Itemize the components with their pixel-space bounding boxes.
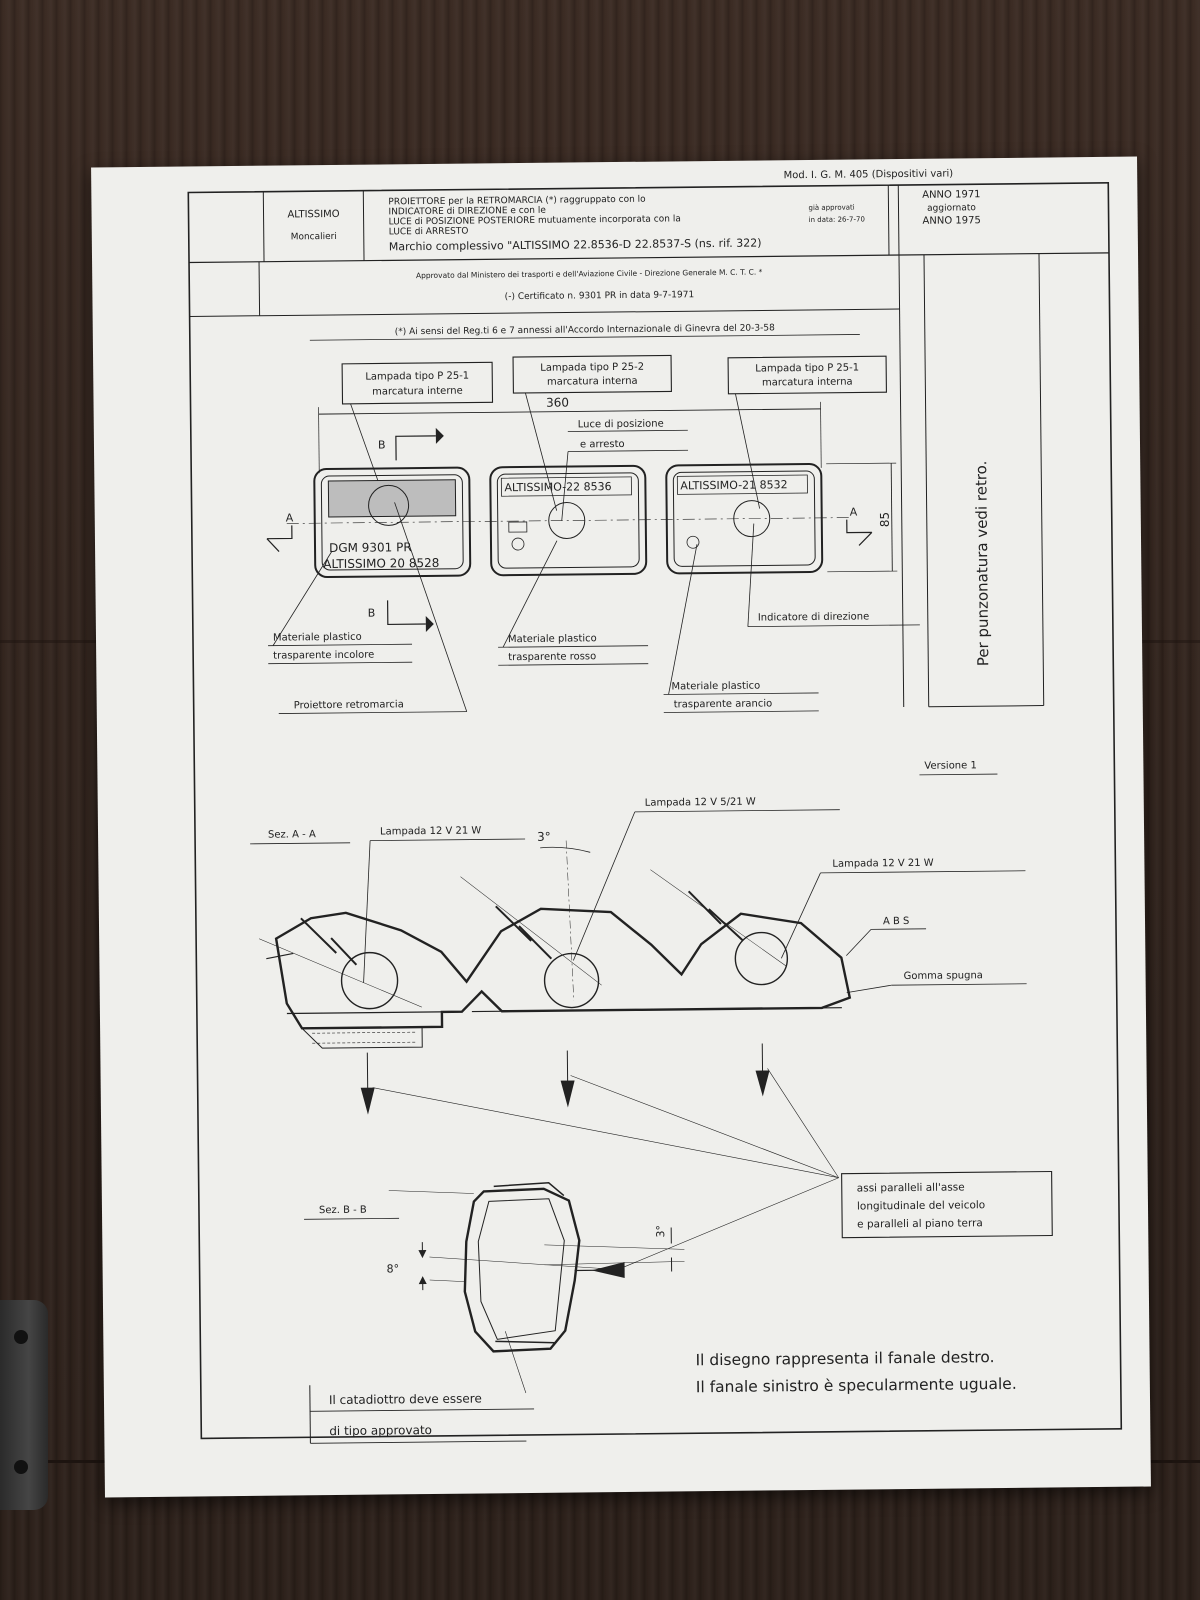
lens-mid-text: ALTISSIMO-22 8536 <box>504 480 611 494</box>
geneva-note: (*) Ai sensi del Reg.ti 6 e 7 annessi al… <box>395 323 775 337</box>
material-orange-label: Materiale plastico trasparente arancio <box>663 544 819 713</box>
position-light-label-2: e arresto <box>580 439 625 450</box>
year-label: ANNO 1971 <box>922 189 980 201</box>
section-aa-lamp-3: Lampada 12 V 21 W <box>832 858 934 870</box>
footer-note-2: Il fanale sinistro è specularmente ugual… <box>696 1375 1017 1396</box>
version-label: Versione 1 <box>924 760 977 772</box>
svg-text:di tipo approvato: di tipo approvato <box>329 1423 432 1438</box>
header-desc-1: PROIETTORE per la RETROMARCIA (*) raggru… <box>388 195 646 208</box>
material-clear-label: Materiale plastico trasparente incolore <box>268 550 413 665</box>
section-aa-lamp-2: Lampada 12 V 5/21 W <box>645 797 756 809</box>
width-dimension-line <box>318 408 821 415</box>
svg-text:trasparente incolore: trasparente incolore <box>273 650 374 662</box>
footer-note-1: Il disegno rappresenta il fanale destro. <box>695 1348 994 1369</box>
header-desc-2: INDICATORE di DIREZIONE e con le <box>388 206 546 218</box>
manufacturer-name: ALTISSIMO <box>287 209 339 221</box>
svg-text:longitudinale del veicolo: longitudinale del veicolo <box>857 1199 985 1212</box>
section-a-marker-right: A <box>850 505 858 518</box>
light-direction-arrow <box>591 1261 625 1278</box>
material-red-label: Materiale plastico trasparente rosso <box>498 540 649 666</box>
height-dimension: 85 <box>878 512 892 527</box>
svg-text:marcatura interna: marcatura interna <box>762 377 853 389</box>
punching-note: Per punzonatura vedi retro. <box>972 461 992 667</box>
manufacturer-city: Moncalieri <box>291 232 337 242</box>
axes-note-box: assi paralleli all'asse longitudinale de… <box>841 1170 1053 1239</box>
reverse-light-label: Proiettore retromarcia <box>278 502 468 714</box>
form-code: Mod. I. G. M. 405 (Dispositivi vari) <box>784 168 954 181</box>
section-aa-angle: 3° <box>537 830 551 844</box>
bolt-icon <box>14 1330 28 1344</box>
section-b-marker: B <box>378 438 386 451</box>
approved-line-2: in data: 26-7-70 <box>809 215 865 224</box>
approved-line-1: già approvati <box>808 204 854 212</box>
lamp-callout-middle: Lampada tipo P 25-2 marcatura interna <box>512 354 672 511</box>
section-b-marker-bottom: B <box>368 607 376 620</box>
certificate-line: (-) Certificato n. 9301 PR in data 9-7-1… <box>505 290 695 302</box>
lens-left-text-1: DGM 9301 PR <box>329 540 412 555</box>
foam-label: Gomma spugna <box>903 970 982 982</box>
height-dimension-line <box>890 463 893 572</box>
bolt-icon <box>14 1460 28 1474</box>
indicator-label: Indicatore di direzione <box>747 523 920 628</box>
axis-arrows <box>360 1043 839 1271</box>
section-bb-profile <box>388 1181 685 1353</box>
svg-text:Lampada tipo P 25-1: Lampada tipo P 25-1 <box>365 371 469 383</box>
lamp-callout-left: Lampada tipo P 25-1 marcatura interne <box>341 361 494 491</box>
svg-text:Materiale plastico: Materiale plastico <box>273 632 362 644</box>
header-desc-4: LUCE di ARRESTO <box>389 227 469 238</box>
svg-text:trasparente rosso: trasparente rosso <box>508 651 596 663</box>
section-aa-lamp-1: Lampada 12 V 21 W <box>380 825 482 837</box>
angle-8-label: 8° <box>387 1262 400 1275</box>
reflector-note: Il catadiottro deve essere di tipo appro… <box>309 1331 535 1444</box>
lamp-callout-right: Lampada tipo P 25-1 marcatura interna <box>727 355 887 509</box>
lens-left-text-2: ALTISSIMO 20 8528 <box>323 556 439 571</box>
svg-text:Materiale plastico: Materiale plastico <box>671 681 760 693</box>
svg-text:marcatura interna: marcatura interna <box>547 376 638 388</box>
position-light-label-1: Luce di posizione <box>578 419 664 431</box>
svg-text:assi paralleli all'asse: assi paralleli all'asse <box>857 1181 965 1194</box>
svg-text:Materiale plastico: Materiale plastico <box>508 633 597 645</box>
svg-text:Lampada tipo P 25-1: Lampada tipo P 25-1 <box>755 362 859 374</box>
section-a-marker-left: A <box>286 511 294 524</box>
svg-text:Lampada tipo P 25-2: Lampada tipo P 25-2 <box>540 362 644 374</box>
lens-right-text: ALTISSIMO-21 8532 <box>680 478 787 492</box>
updated-year: ANNO 1975 <box>922 215 980 227</box>
hinge-icon <box>0 1300 48 1510</box>
svg-text:Il catadiottro deve essere: Il catadiottro deve essere <box>329 1391 482 1407</box>
angle-3-label: 3° <box>654 1225 667 1238</box>
drawing-frame <box>187 182 1123 1440</box>
header-desc-3: LUCE di POSIZIONE POSTERIORE mutuamente … <box>389 214 681 227</box>
abs-label: A B S <box>883 916 910 927</box>
updated-label: aggiornato <box>927 203 976 214</box>
svg-text:marcatura interne: marcatura interne <box>372 386 463 398</box>
svg-text:trasparente arancio: trasparente arancio <box>674 698 773 710</box>
svg-text:e paralleli al piano terra: e paralleli al piano terra <box>857 1217 983 1230</box>
section-aa-title: Sez. A - A <box>268 829 316 841</box>
svg-text:Indicatore di direzione: Indicatore di direzione <box>758 611 870 623</box>
approval-line: Approvato dal Ministero dei trasporti e … <box>416 267 763 280</box>
svg-text:Proiettore retromarcia: Proiettore retromarcia <box>294 699 404 711</box>
brand-mark: Marchio complessivo "ALTISSIMO 22.8536-D… <box>389 236 762 253</box>
section-aa-housing <box>259 840 852 1049</box>
section-bb-title: Sez. B - B <box>319 1205 367 1217</box>
width-dimension: 360 <box>546 396 569 410</box>
